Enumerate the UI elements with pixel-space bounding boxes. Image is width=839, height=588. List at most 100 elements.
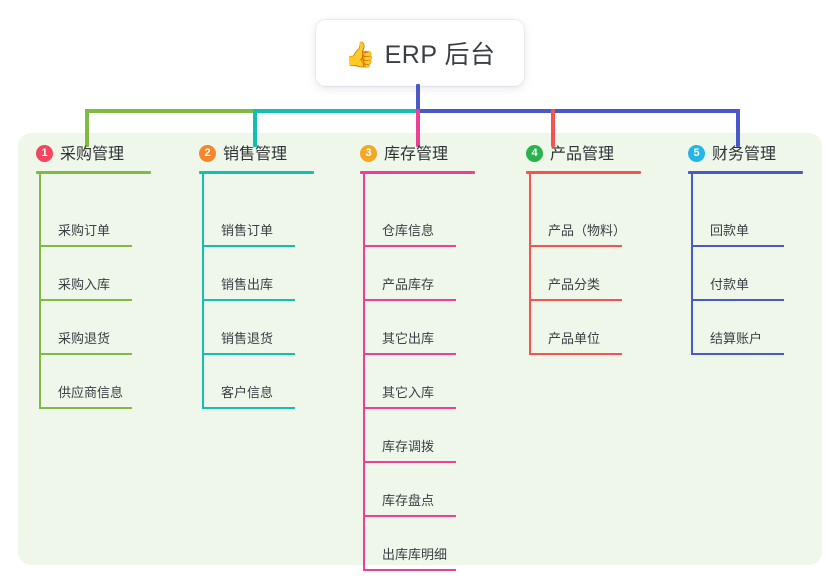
leaf-item[interactable]: 销售退货 xyxy=(199,301,319,355)
column-5: 5 财务管理回款单付款单结算账户 xyxy=(688,133,839,355)
column-title-3: 库存管理 xyxy=(384,146,449,163)
leaf-item-rule xyxy=(202,299,295,301)
leaf-item-label: 产品单位 xyxy=(548,331,601,346)
root-node-erp-backend[interactable]: 👍 ERP 后台 xyxy=(316,20,524,86)
column-spine-3 xyxy=(363,174,365,571)
leaf-item-rule xyxy=(39,299,132,301)
leaf-item-label: 采购订单 xyxy=(58,223,111,238)
connector-stub-1 xyxy=(85,109,89,147)
leaf-item[interactable]: 其它入库 xyxy=(360,355,480,409)
column-spine-4 xyxy=(529,174,531,355)
bus-segment-green xyxy=(85,109,257,113)
leaf-item[interactable]: 其它出库 xyxy=(360,301,480,355)
leaf-item-rule xyxy=(363,569,456,571)
leaf-item[interactable]: 采购退货 xyxy=(36,301,156,355)
leaf-item-label: 回款单 xyxy=(710,223,750,238)
leaf-item[interactable]: 产品（物料） xyxy=(526,193,646,247)
leaf-item-label: 付款单 xyxy=(710,277,750,292)
column-1: 1 采购管理采购订单采购入库采购退货供应商信息 xyxy=(36,133,196,409)
column-4: 4 产品管理产品（物料） 产品分类产品单位 xyxy=(526,133,686,355)
column-header-rule-3 xyxy=(360,171,475,174)
column-header-5[interactable]: 5 财务管理 xyxy=(688,141,776,165)
leaf-item[interactable]: 供应商信息 xyxy=(36,355,156,409)
leaf-item-rule xyxy=(691,245,784,247)
leaf-item-label: 销售退货 xyxy=(221,331,274,346)
leaf-item-rule xyxy=(39,353,132,355)
column-title-5: 财务管理 xyxy=(712,146,777,163)
leaf-item-rule xyxy=(202,407,295,409)
leaf-item-rule xyxy=(202,245,295,247)
columns-panel xyxy=(18,133,822,565)
leaf-item-rule xyxy=(39,407,132,409)
column-spine-2 xyxy=(202,174,204,409)
leaf-item-label: 其它出库 xyxy=(382,331,435,346)
root-trunk-line xyxy=(416,84,420,115)
leaf-item-label: 库存盘点 xyxy=(382,493,435,508)
leaf-item[interactable]: 客户信息 xyxy=(199,355,319,409)
leaf-item-rule xyxy=(529,353,622,355)
leaf-item-label: 销售订单 xyxy=(221,223,274,238)
column-header-2[interactable]: 2 销售管理 xyxy=(199,141,287,165)
column-badge-5: 5 xyxy=(688,144,705,162)
leaf-item-label: 库存调拨 xyxy=(382,439,435,454)
column-spine-1 xyxy=(39,174,41,409)
leaf-item-label: 其它入库 xyxy=(382,385,435,400)
column-header-rule-4 xyxy=(526,171,641,174)
bus-segment-teal xyxy=(253,109,420,113)
leaf-item[interactable]: 产品分类 xyxy=(526,247,646,301)
bus-segment-blue xyxy=(416,109,740,113)
leaf-item[interactable]: 仓库信息 xyxy=(360,193,480,247)
leaf-item-rule xyxy=(529,245,622,247)
leaf-item-label: 仓库信息 xyxy=(382,223,435,238)
leaf-item[interactable]: 付款单 xyxy=(688,247,808,301)
leaf-item-rule xyxy=(691,299,784,301)
connector-stub-4 xyxy=(551,109,555,147)
column-title-1: 采购管理 xyxy=(60,146,125,163)
column-badge-2: 2 xyxy=(199,144,216,162)
leaf-item[interactable]: 销售出库 xyxy=(199,247,319,301)
column-2: 2 销售管理销售订单销售出库销售退货客户信息 xyxy=(199,133,359,409)
leaf-item-rule xyxy=(691,353,784,355)
leaf-item-rule xyxy=(529,299,622,301)
leaf-item[interactable]: 回款单 xyxy=(688,193,808,247)
column-header-rule-1 xyxy=(36,171,151,174)
leaf-item[interactable]: 产品单位 xyxy=(526,301,646,355)
leaf-item-label: 产品分类 xyxy=(548,277,601,292)
leaf-item-label: 产品库存 xyxy=(382,277,435,292)
column-badge-4: 4 xyxy=(526,144,543,162)
leaf-item[interactable]: 采购入库 xyxy=(36,247,156,301)
leaf-item-label: 销售出库 xyxy=(221,277,274,292)
leaf-item[interactable]: 出库库明细 xyxy=(360,517,480,571)
connector-stub-5 xyxy=(736,109,740,147)
leaf-item-label: 结算账户 xyxy=(710,331,763,346)
leaf-item-rule xyxy=(363,353,456,355)
column-title-4: 产品管理 xyxy=(550,146,615,163)
leaf-item-rule xyxy=(363,515,456,517)
leaf-item-label: 客户信息 xyxy=(221,385,274,400)
column-header-1[interactable]: 1 采购管理 xyxy=(36,141,124,165)
connector-stub-3 xyxy=(416,109,420,147)
leaf-item-rule xyxy=(363,461,456,463)
leaf-item[interactable]: 产品库存 xyxy=(360,247,480,301)
leaf-item-label: 采购退货 xyxy=(58,331,111,346)
leaf-item[interactable]: 销售订单 xyxy=(199,193,319,247)
root-node-title: ERP 后台 xyxy=(384,41,496,69)
leaf-item[interactable]: 采购订单 xyxy=(36,193,156,247)
leaf-item-label: 采购入库 xyxy=(58,277,111,292)
column-header-rule-5 xyxy=(688,171,803,174)
column-title-2: 销售管理 xyxy=(223,146,288,163)
leaf-item-label: 供应商信息 xyxy=(58,385,124,400)
column-header-rule-2 xyxy=(199,171,314,174)
connector-stub-2 xyxy=(253,109,257,147)
leaf-item[interactable]: 结算账户 xyxy=(688,301,808,355)
leaf-item-rule xyxy=(363,407,456,409)
column-header-4[interactable]: 4 产品管理 xyxy=(526,141,614,165)
leaf-item[interactable]: 库存盘点 xyxy=(360,463,480,517)
column-badge-1: 1 xyxy=(36,144,53,162)
leaf-item[interactable]: 库存调拨 xyxy=(360,409,480,463)
column-spine-5 xyxy=(691,174,693,355)
leaf-item-rule xyxy=(363,299,456,301)
